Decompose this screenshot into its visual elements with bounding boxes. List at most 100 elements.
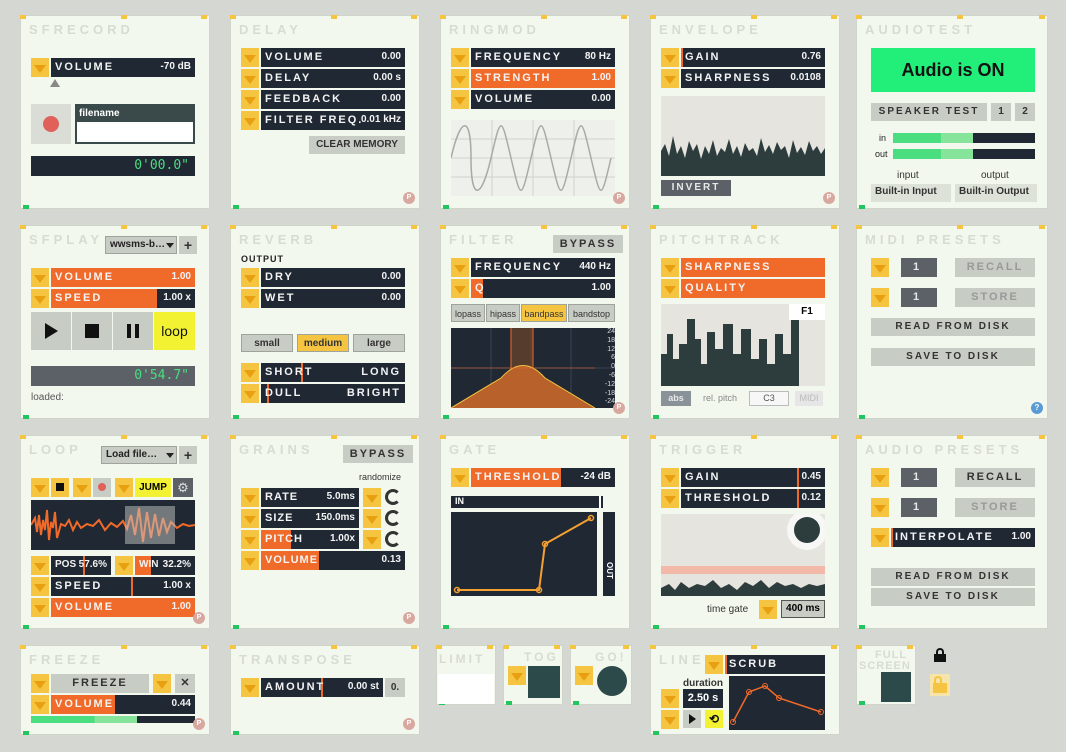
speaker-test-button[interactable]: SPEAKER TEST	[871, 103, 987, 121]
arrow-icon[interactable]	[31, 268, 49, 287]
midi-button[interactable]: MIDI	[795, 391, 823, 406]
arrow-icon[interactable]	[241, 384, 259, 403]
speaker-ch1-button[interactable]: 1	[991, 103, 1011, 121]
arrow-icon[interactable]	[661, 689, 679, 708]
arrow-icon[interactable]	[871, 468, 889, 487]
arrow-icon[interactable]	[31, 695, 49, 714]
preset-badge[interactable]: P	[193, 612, 205, 624]
limit-indicator[interactable]	[438, 674, 494, 704]
sfplay-file-menu[interactable]: wwsms-b…	[105, 236, 177, 254]
quality-slider[interactable]: QUALITY	[681, 279, 825, 298]
store-button[interactable]: STORE	[955, 498, 1035, 517]
arrow-icon[interactable]	[661, 710, 679, 729]
arrow-icon[interactable]	[451, 90, 469, 109]
line-play-button[interactable]	[683, 710, 701, 728]
size-small-button[interactable]: small	[241, 334, 293, 352]
rate-random-dial-icon[interactable]	[385, 489, 401, 505]
arrow-icon[interactable]	[241, 90, 259, 109]
loop-stop-button[interactable]	[51, 478, 69, 497]
arrow-icon[interactable]	[241, 509, 259, 528]
arrow-icon[interactable]	[661, 69, 679, 88]
arrow-icon[interactable]	[661, 489, 679, 508]
close-button[interactable]: ✕	[175, 674, 195, 693]
preset-badge[interactable]: P	[403, 612, 415, 624]
loop-button[interactable]: loop	[154, 312, 195, 350]
save-to-disk-button[interactable]: SAVE TO DISK	[871, 588, 1035, 606]
arrow-icon[interactable]	[871, 288, 889, 307]
unlock-icon[interactable]	[930, 674, 950, 696]
arrow-icon[interactable]	[31, 674, 49, 693]
arrow-icon[interactable]	[153, 674, 171, 693]
save-to-disk-button[interactable]: SAVE TO DISK	[871, 348, 1035, 366]
arrow-icon[interactable]	[871, 498, 889, 517]
arrow-icon[interactable]	[115, 556, 133, 575]
loop-file-menu[interactable]: Load file…	[101, 446, 177, 464]
freeze-button[interactable]: FREEZE	[51, 674, 149, 693]
duration-field[interactable]: 2.50 s	[683, 689, 723, 708]
help-icon[interactable]: ?	[1031, 402, 1043, 414]
arrow-icon[interactable]	[241, 551, 259, 570]
rel-pitch-field[interactable]: C3	[749, 391, 789, 406]
jump-button[interactable]: JUMP	[135, 478, 171, 497]
loop-waveform[interactable]	[31, 500, 195, 550]
size-random-dial-icon[interactable]	[385, 510, 401, 526]
arrow-icon[interactable]	[451, 279, 469, 298]
arrow-icon[interactable]	[241, 69, 259, 88]
midi-slot-2[interactable]: 1	[901, 288, 937, 307]
arrow-icon[interactable]	[363, 488, 381, 507]
preset-badge[interactable]: P	[403, 192, 415, 204]
pause-button[interactable]	[113, 312, 153, 350]
arrow-icon[interactable]	[31, 577, 49, 596]
arrow-icon[interactable]	[451, 258, 469, 277]
output-device-select[interactable]: Built-in Output	[955, 184, 1037, 202]
size-medium-button[interactable]: medium	[297, 334, 349, 352]
mode-bandstop-button[interactable]: bandstop	[568, 304, 615, 322]
reset-transpose-button[interactable]: 0.	[385, 678, 405, 697]
scrub-slider[interactable]: SCRUB	[725, 655, 825, 674]
add-file-button[interactable]: +	[179, 236, 197, 254]
line-loop-button[interactable]: ⟲	[705, 710, 723, 728]
arrow-icon[interactable]	[73, 478, 91, 497]
preset-badge[interactable]: P	[613, 402, 625, 414]
arrow-icon[interactable]	[661, 468, 679, 487]
line-breakpoint-graph[interactable]	[729, 676, 825, 730]
arrow-icon[interactable]	[31, 598, 49, 617]
arrow-icon[interactable]	[241, 111, 259, 130]
fullscreen-button[interactable]	[881, 672, 911, 702]
arrow-icon[interactable]	[241, 363, 259, 382]
arrow-icon[interactable]	[451, 468, 469, 487]
arrow-icon[interactable]	[705, 655, 723, 674]
arrow-icon[interactable]	[115, 478, 133, 497]
volume-arrow-icon[interactable]	[31, 58, 49, 77]
arrow-icon[interactable]	[661, 279, 679, 298]
preset-badge[interactable]: P	[403, 718, 415, 730]
arrow-icon[interactable]	[241, 48, 259, 67]
read-from-disk-button[interactable]: READ FROM DISK	[871, 568, 1035, 586]
arrow-icon[interactable]	[363, 509, 381, 528]
arrow-icon[interactable]	[31, 289, 49, 308]
